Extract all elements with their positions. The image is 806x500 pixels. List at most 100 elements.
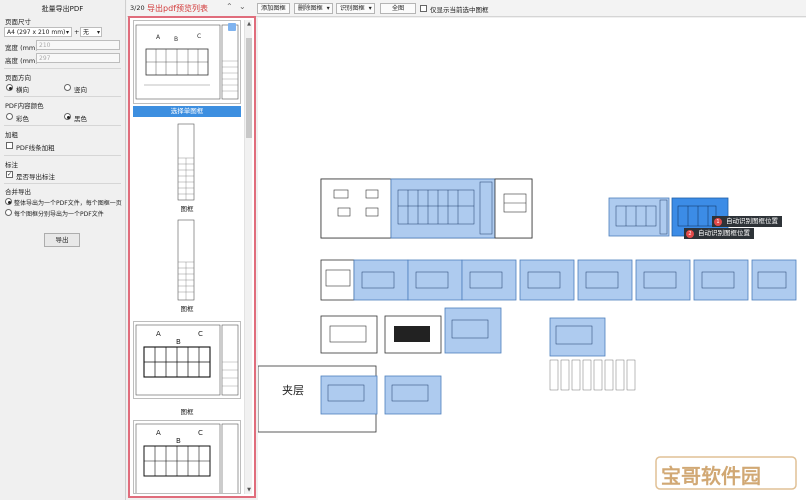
orientation-label: 页面方向	[5, 74, 31, 82]
drawing-thumbnail	[133, 118, 241, 203]
divider	[4, 155, 121, 156]
merge-separate-radio[interactable]	[5, 209, 12, 216]
export-button[interactable]: 导出	[44, 233, 80, 247]
bold-checkbox-label: PDF线条加粗	[16, 144, 55, 152]
collapse-up-icon[interactable]: ⌃	[226, 2, 233, 11]
svg-text:A: A	[156, 34, 161, 41]
preview-scrollbar[interactable]: ▲ ▼	[244, 20, 252, 494]
color-radio[interactable]	[6, 113, 13, 120]
add-frame-button[interactable]: 添加图框	[257, 3, 290, 14]
auto-detect-tooltip: 2 自动识别图框位置	[684, 228, 754, 239]
drawing-layout	[257, 178, 797, 433]
plus-icon: +	[74, 28, 80, 36]
divider	[4, 183, 121, 184]
drawing-sheet	[494, 178, 533, 239]
paper-extra-select[interactable]: 无 ▾	[80, 27, 102, 37]
only-selected-checkbox[interactable]	[420, 5, 427, 12]
width-label: 宽度 (mm)	[5, 44, 38, 52]
divider	[4, 96, 121, 97]
svg-text:A: A	[156, 429, 161, 437]
preview-list-title: 导出pdf预览列表	[147, 4, 208, 13]
bold-label: 加粗	[5, 131, 18, 139]
edit-icon[interactable]	[228, 23, 236, 31]
merge-single-radio[interactable]	[5, 198, 12, 205]
panel-title: 批量导出PDF	[41, 5, 84, 13]
drawing-sheet	[320, 178, 392, 239]
height-label: 高度 (mm)	[5, 57, 38, 65]
detected-frame	[608, 197, 670, 237]
auto-detect-tooltip: 1 自动识别图框位置	[712, 216, 782, 227]
detected-frame	[384, 375, 442, 415]
detected-frame	[444, 307, 502, 354]
merge-separate-label: 每个图框分别导出为一个PDF文件	[14, 211, 104, 218]
only-selected-label: 仅显示当前选中图框	[430, 6, 489, 14]
black-option-label: 黑色	[74, 115, 87, 123]
portrait-radio[interactable]	[64, 84, 71, 91]
detected-frame	[390, 178, 496, 239]
landscape-radio[interactable]	[6, 84, 13, 91]
svg-text:A: A	[156, 330, 161, 338]
svg-text:C: C	[197, 33, 201, 40]
color-label: PDF内容颜色	[5, 102, 44, 110]
tooltip-number: 2	[686, 230, 694, 238]
full-view-button[interactable]: 全图	[380, 3, 416, 14]
tooltip-number: 1	[714, 218, 722, 226]
identify-frame-button[interactable]: 识别图框 ▾	[336, 3, 375, 14]
detected-frame	[549, 317, 606, 357]
scrollbar-thumb[interactable]	[246, 38, 252, 138]
divider	[4, 68, 121, 69]
annotation-checkbox-label: 是否导出标注	[16, 173, 55, 181]
svg-text:B: B	[176, 338, 181, 346]
preview-caption: 图框	[180, 205, 194, 213]
landscape-label: 横向	[16, 86, 29, 94]
export-settings-panel: 批量导出PDF 页面尺寸 A4 (297 x 210 mm) ▾ + 无 ▾ 宽…	[0, 0, 126, 500]
watermark-text: 宝哥软件园	[661, 464, 761, 488]
black-radio[interactable]	[64, 113, 71, 120]
drawing-thumbnail: A B C	[133, 20, 241, 104]
side-label: 夹层	[282, 384, 304, 397]
drawing-sheet	[320, 315, 378, 354]
detected-frame	[320, 375, 378, 415]
height-field[interactable]: 297	[36, 53, 120, 63]
svg-text:C: C	[198, 429, 203, 437]
preview-caption: 图框	[180, 305, 194, 313]
annotation-label: 标注	[5, 161, 18, 169]
paper-extra-value: 无	[83, 29, 90, 36]
drawing-canvas[interactable]: 夹层 1 自动识别图框位置 2 自动识别图框位置	[257, 18, 806, 500]
svg-text:C: C	[198, 330, 203, 338]
delete-frame-button[interactable]: 删除图框 ▾	[294, 3, 333, 14]
chevron-down-icon: ▾	[96, 29, 100, 36]
drawing-thumbnail: A B C	[133, 321, 241, 399]
tooltip-text: 自动识别图框位置	[698, 229, 750, 237]
drawing-thumbnail	[133, 218, 241, 303]
merge-label: 合并导出	[5, 188, 31, 196]
small-sheets	[549, 359, 636, 391]
color-option-label: 彩色	[16, 115, 29, 123]
annotation-checkbox[interactable]: ✓	[6, 171, 13, 178]
scroll-down-icon[interactable]: ▼	[247, 487, 251, 493]
page-size-label: 页面尺寸	[5, 18, 31, 26]
tooltip-text: 自动识别图框位置	[726, 217, 778, 225]
page-counter: 3/20	[130, 4, 145, 12]
watermark-logo: 宝哥软件园	[655, 456, 797, 490]
preview-caption: 选择单图框	[133, 106, 241, 117]
drawing-thumbnail: A B C	[133, 420, 241, 494]
divider	[4, 125, 121, 126]
chevron-down-icon: ▾	[368, 5, 372, 12]
delete-frame-label: 删除图框	[298, 5, 323, 12]
width-field[interactable]: 210	[36, 40, 120, 50]
portrait-label: 竖向	[74, 86, 87, 94]
merge-single-label: 整体导出为一个PDF文件，每个图框一页	[14, 200, 122, 207]
scroll-up-icon[interactable]: ▲	[247, 21, 251, 27]
svg-text:B: B	[176, 437, 181, 445]
svg-text:B: B	[174, 36, 178, 43]
expand-down-icon[interactable]: ⌄	[239, 2, 246, 11]
paper-size-value: A4 (297 x 210 mm)	[7, 29, 66, 36]
bold-checkbox[interactable]	[6, 142, 13, 149]
paper-size-select[interactable]: A4 (297 x 210 mm) ▾	[4, 27, 72, 37]
chevron-down-icon: ▾	[326, 5, 330, 12]
frame-row-2	[353, 259, 797, 301]
identify-frame-label: 识别图框	[340, 5, 365, 12]
